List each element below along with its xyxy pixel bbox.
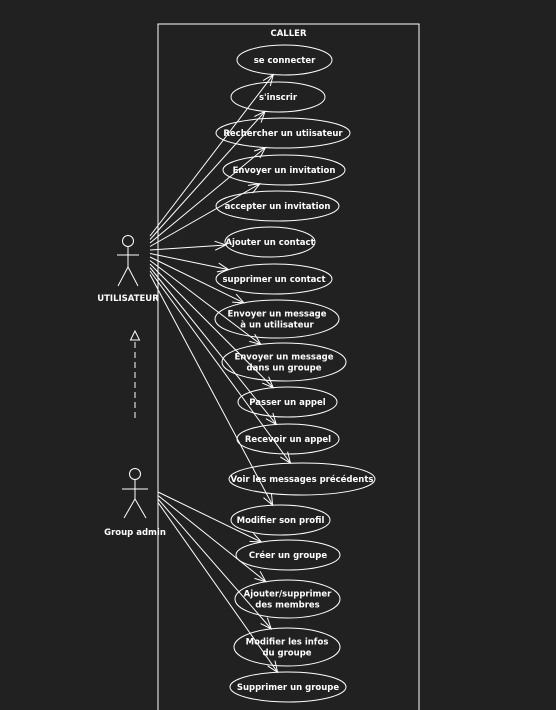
system-boundary[interactable]: CALLER (157, 23, 420, 710)
use-case-label: supprimer un contact (222, 275, 325, 285)
use-case-label: Envoyer un invitation (233, 166, 336, 176)
use-case-envoyer-invitation[interactable]: Envoyer un invitation (222, 154, 346, 186)
use-case-label: Supprimer un groupe (237, 683, 340, 693)
use-case-accepter-invitation[interactable]: accepter un invitation (215, 190, 340, 222)
association-line (149, 260, 262, 345)
use-case-label: des membres (255, 601, 319, 611)
association-line (157, 498, 272, 630)
actor-utilisateur[interactable] (117, 235, 139, 287)
use-case-label: s'inscrir (259, 93, 298, 103)
use-case-ellipse (221, 342, 347, 382)
actor-utilisateur-right-leg (127, 266, 139, 287)
use-case-recevoir-appel[interactable]: Recevoir un appel (236, 423, 340, 455)
use-case-voir-messages[interactable]: Voir les messages précédents (228, 462, 376, 496)
use-case-ellipse (235, 539, 341, 571)
actor-utilisateur-label: UTILISATEUR (97, 294, 159, 304)
use-case-label: Modifier son profil (237, 516, 325, 526)
use-case-label: se connecter (254, 56, 316, 66)
generalization-arrowhead (129, 329, 141, 341)
use-case-ellipse (229, 671, 347, 703)
association-line (149, 253, 229, 271)
use-case-label: Voir les messages précédents (231, 474, 374, 485)
use-case-label: Ajouter un contact (225, 238, 314, 248)
use-case-ellipse (233, 627, 341, 667)
use-case-ellipse (230, 81, 326, 113)
use-case-ellipse (215, 263, 333, 295)
use-case-ellipse (215, 117, 351, 149)
generalization-arrow (129, 329, 141, 418)
actor-group-admin-right-leg (134, 498, 147, 519)
association-line (149, 74, 274, 237)
use-case-se-connecter[interactable]: se connecter (236, 44, 333, 76)
system-title: CALLER (270, 29, 306, 39)
actor-group-admin-left-leg (123, 498, 136, 519)
association-line (157, 495, 267, 583)
use-case-ellipse (230, 504, 331, 536)
use-case-passer-appel[interactable]: Passer un appel (237, 386, 338, 418)
system-boundary-box (157, 23, 420, 710)
use-case-label: à un utilisateur (240, 321, 314, 331)
use-case-ellipse (236, 423, 340, 455)
association-line (149, 263, 274, 388)
association-line (157, 502, 279, 673)
association-line (149, 267, 277, 425)
association-line (149, 244, 226, 251)
use-case-label: Rechercher un utiisateur (223, 129, 343, 139)
actor-group-admin[interactable] (122, 468, 148, 519)
use-case-s-inscrir[interactable]: s'inscrir (230, 81, 326, 113)
use-case-creer-groupe[interactable]: Créer un groupe (235, 539, 341, 571)
use-case-ajouter-contact[interactable]: Ajouter un contact (224, 226, 316, 258)
use-case-ellipse (214, 299, 340, 339)
use-case-label: Ajouter/supprimer (244, 590, 333, 600)
use-case-label: accepter un invitation (225, 202, 331, 212)
use-case-ellipse (234, 579, 341, 619)
use-case-ellipse (237, 386, 338, 418)
use-case-supprimer-groupe[interactable]: Supprimer un groupe (229, 671, 347, 703)
use-case-rechercher-utilisateur[interactable]: Rechercher un utiisateur (215, 117, 351, 149)
use-case-supprimer-contact[interactable]: supprimer un contact (215, 263, 333, 295)
use-case-label: Modifier les infos (246, 638, 329, 648)
association-line (149, 274, 274, 506)
use-case-label: Créer un groupe (249, 550, 327, 561)
use-case-label: Recevoir un appel (245, 435, 331, 445)
use-case-label: du groupe (262, 649, 311, 659)
association-line (149, 147, 266, 244)
use-case-ellipse (236, 44, 333, 76)
association-line (157, 491, 262, 543)
association-line (149, 270, 291, 464)
association-line (149, 111, 266, 240)
use-case-ellipse (222, 154, 346, 186)
use-case-label: Passer un appel (249, 398, 326, 408)
use-case-modifier-profil[interactable]: Modifier son profil (230, 504, 331, 536)
association-line (149, 256, 245, 304)
use-case-ellipse (215, 190, 340, 222)
use-case-ellipse (228, 462, 376, 496)
use-case-label: Envoyer un message (227, 310, 326, 320)
actor-group-admin-label: Group admin (104, 528, 166, 538)
use-case-ellipse (224, 226, 316, 258)
use-case-label: dans un groupe (247, 364, 322, 374)
use-case-label: Envoyer un message (234, 353, 333, 363)
actor-utilisateur-left-leg (117, 266, 129, 287)
